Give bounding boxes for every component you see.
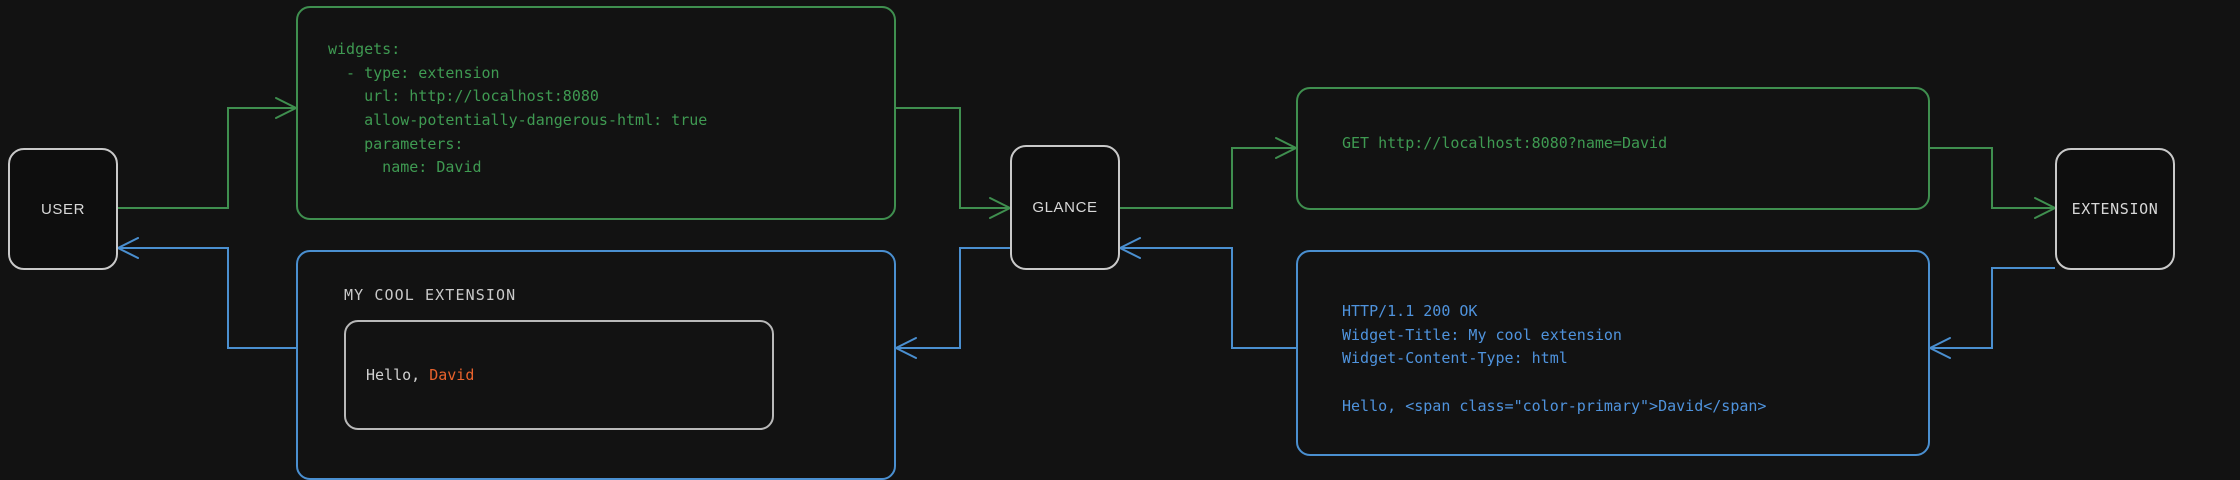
http-response-code: HTTP/1.1 200 OK Widget-Title: My cool ex…: [1342, 302, 1767, 415]
edge-config-to-glance: [896, 107, 1013, 219]
widget-body-panel: Hello, David: [344, 320, 774, 430]
edge-widget-to-user: [115, 237, 296, 349]
widget-name-accent: David: [429, 366, 475, 384]
node-user-label: USER: [40, 200, 86, 218]
message-box-http-request: GET http://localhost:8080?name=David: [1296, 87, 1930, 210]
node-extension-label: EXTENSION: [2071, 200, 2159, 218]
node-glance[interactable]: GLANCE: [1010, 145, 1120, 270]
message-box-rendered-widget: MY COOL EXTENSION Hello, David: [296, 250, 896, 480]
edge-response-to-glance: [1117, 237, 1296, 349]
widget-body-text: Hello, David: [366, 366, 474, 384]
edge-glance-to-widget: [893, 247, 1010, 359]
message-box-http-response: HTTP/1.1 200 OK Widget-Title: My cool ex…: [1296, 250, 1930, 456]
edge-user-to-config: [118, 97, 299, 209]
widget-title: MY COOL EXTENSION: [344, 286, 517, 304]
edge-extension-to-response: [1927, 267, 2055, 359]
edge-request-to-extension: [1930, 147, 2058, 219]
http-request-code: GET http://localhost:8080?name=David: [1342, 134, 1668, 152]
message-box-config-yaml: widgets: - type: extension url: http://l…: [296, 6, 896, 220]
edge-glance-to-request: [1120, 137, 1299, 209]
node-extension[interactable]: EXTENSION: [2055, 148, 2175, 270]
config-yaml-code: widgets: - type: extension url: http://l…: [328, 40, 708, 177]
widget-greeting-text: Hello,: [366, 366, 430, 384]
node-glance-label: GLANCE: [1032, 199, 1098, 216]
node-user[interactable]: USER: [8, 148, 118, 270]
